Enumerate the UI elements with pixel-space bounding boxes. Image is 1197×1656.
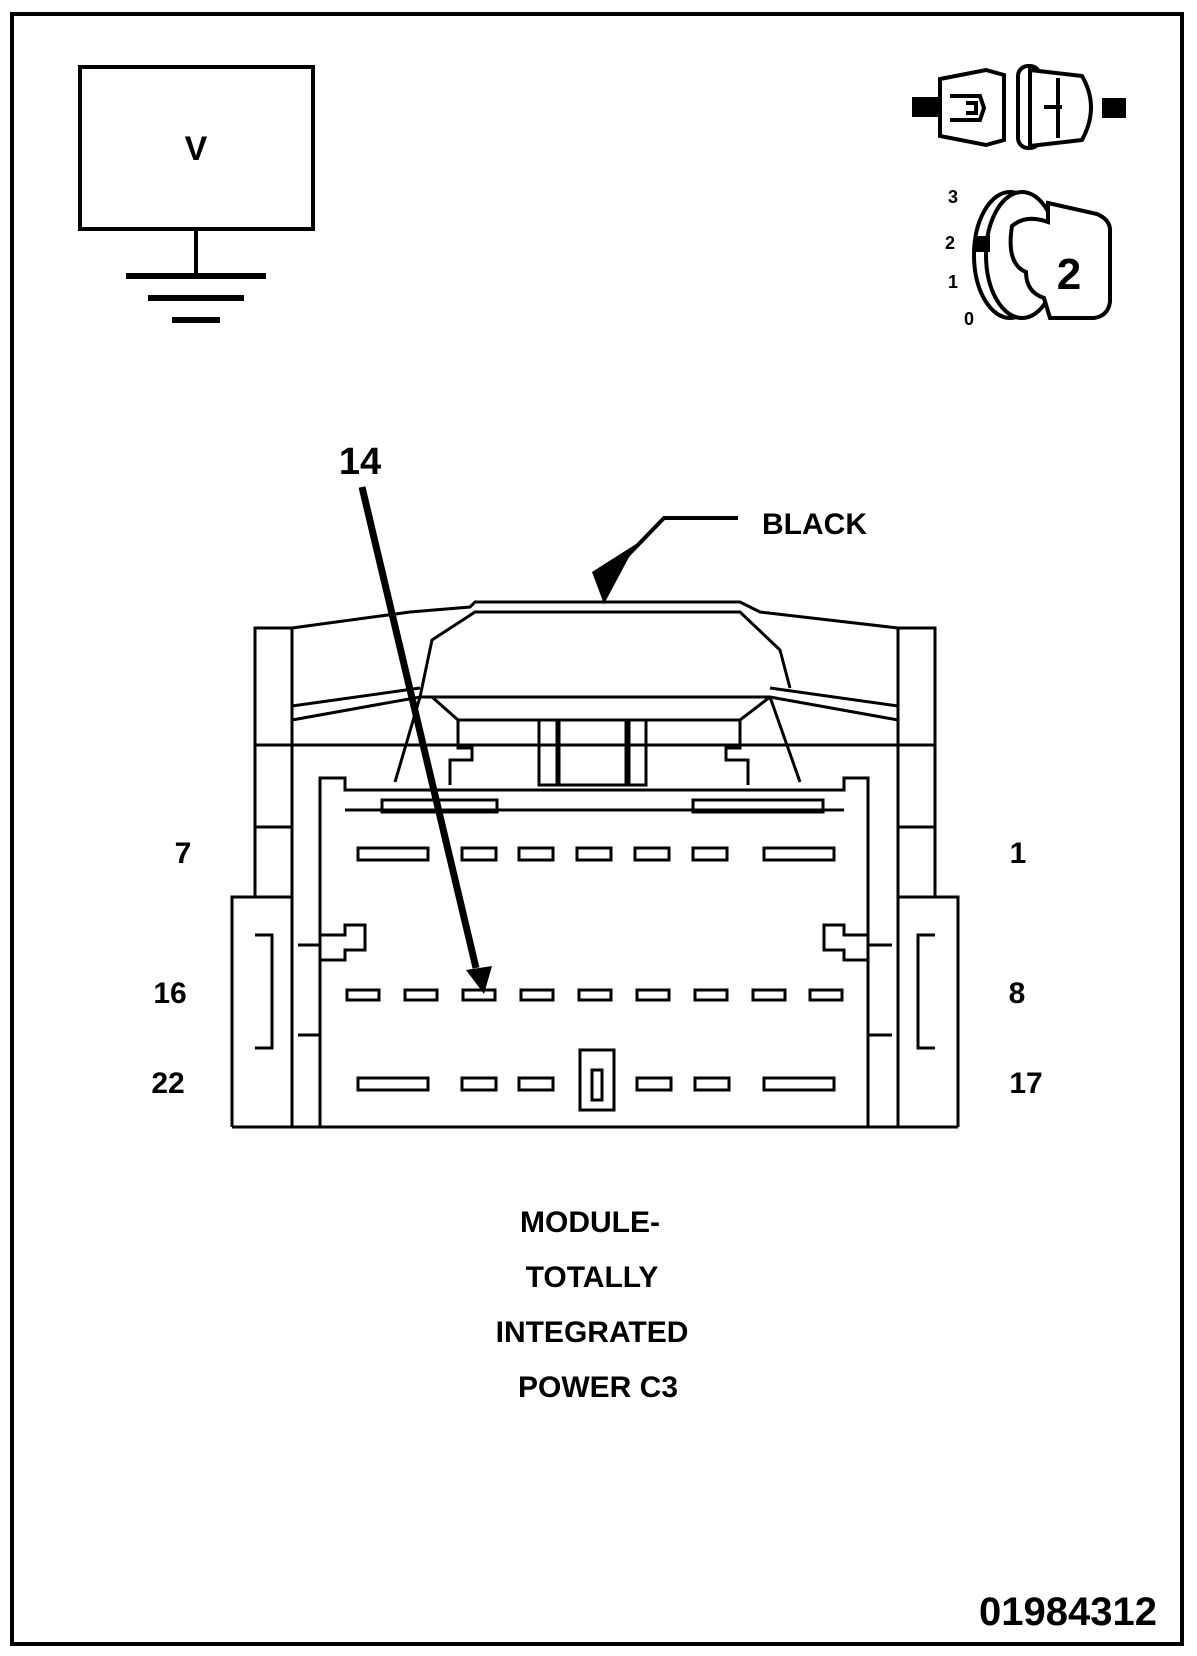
voltmeter-symbol: V [185,130,208,168]
pin-label-7: 7 [175,837,192,870]
caption-line-2: TOTALLY [526,1261,659,1294]
caption-line-1: MODULE- [520,1206,660,1239]
cavity-16 [345,988,381,1002]
cavity-2 [691,846,729,862]
cavity-21 [460,1076,498,1092]
ignition-dial [972,190,1113,320]
cavity-15 [403,988,439,1002]
cavity-row-1 [356,846,836,862]
cavity-10 [693,988,729,1002]
pin-label-17: 17 [1009,1067,1042,1100]
cavity-3 [633,846,671,862]
cavity-13 [519,988,555,1002]
cavity-12 [577,988,613,1002]
cavity-14 [461,988,497,1002]
cavity-20 [517,1076,555,1092]
cavity-9 [751,988,787,1002]
cavity-1 [762,846,836,862]
pin-label-8: 8 [1009,977,1026,1010]
ignition-switch-icon: 3 2 1 0 2 [945,187,1113,329]
voltmeter-icon: V [78,65,315,323]
cavity-17 [762,1076,836,1092]
figure-id: 01984312 [979,1590,1157,1634]
cavity-5 [517,846,555,862]
ignition-position-marker [974,236,990,252]
connector-housing [230,600,960,1129]
color-callout-arrow [592,516,738,604]
ignition-position-2: 2 [945,233,955,253]
cavity-11 [635,988,671,1002]
ignition-position-1: 1 [948,272,958,292]
ignition-position-3: 3 [948,187,958,207]
pin-label-16: 16 [153,977,186,1010]
connector-color-label: BLACK [762,508,867,541]
cavity-18 [693,1076,731,1092]
cavity-8 [808,988,844,1002]
pin-label-22: 22 [151,1067,184,1100]
cavity-19 [635,1076,673,1092]
ignition-key-position: 2 [1057,250,1081,299]
pin-label-1: 1 [1010,837,1027,870]
caption-line-4: POWER C3 [518,1371,678,1404]
cavity-key-slot [590,1068,604,1102]
cavity-7 [356,846,430,862]
cavity-6 [460,846,498,862]
page-border [10,12,1184,1646]
connector-disconnect-icon [912,64,1126,150]
cavity-row-3 [356,1048,836,1112]
cavity-4 [575,846,613,862]
pin-pointer-arrow [358,486,492,994]
pointer-pin-label: 14 [339,441,381,483]
ignition-position-0: 0 [964,309,974,329]
caption-line-3: INTEGRATED [496,1316,689,1349]
cavity-22 [356,1076,430,1092]
cavity-row-2 [345,988,844,1002]
